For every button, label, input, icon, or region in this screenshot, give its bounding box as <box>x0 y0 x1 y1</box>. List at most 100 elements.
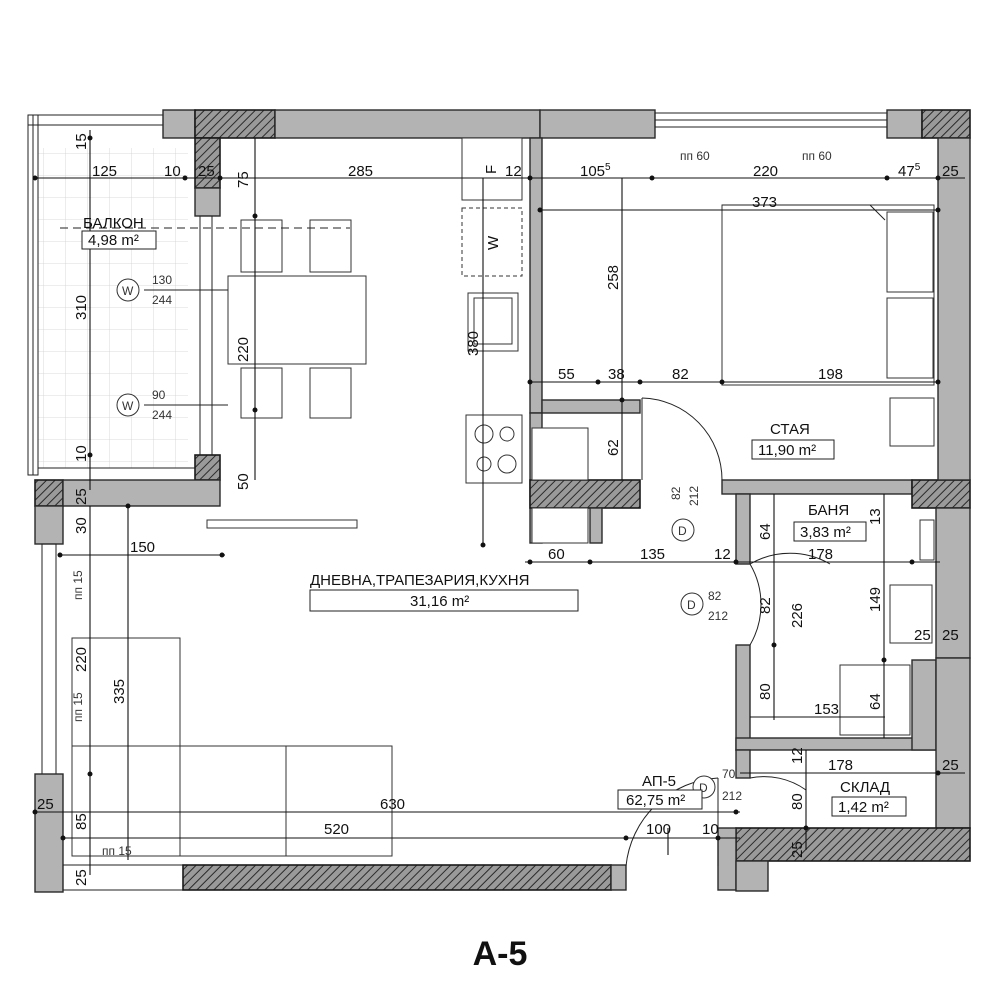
dim-label: 25 <box>914 627 931 644</box>
washing-machine <box>461 207 523 277</box>
wall-room-bottom-left <box>541 399 641 414</box>
dim-label: 12 <box>789 747 806 764</box>
dim-label: 520 <box>324 821 349 838</box>
tick <box>60 835 66 841</box>
dim-label: 258 <box>605 265 622 290</box>
tick <box>587 559 593 565</box>
dim-label: 80 <box>789 793 806 810</box>
tick <box>125 503 131 509</box>
wall-bath-bottom <box>735 737 937 751</box>
nightstand <box>889 397 935 447</box>
door-marker-circle <box>680 592 704 616</box>
cooktop <box>465 414 523 484</box>
window-width: 130 <box>152 273 172 287</box>
dim-label: 630 <box>380 796 405 813</box>
dim-label: 75 <box>235 171 252 188</box>
dimension-ticks <box>32 135 941 841</box>
room-label-apartment: АП-5 62,75 m² <box>617 773 703 810</box>
bed-blanket <box>722 204 886 221</box>
sill-label: пп 15 <box>102 844 132 858</box>
room-name: АП-5 <box>642 773 676 790</box>
wall-kitchen-stub <box>589 507 603 544</box>
tick <box>884 175 890 181</box>
column-left-living <box>34 479 64 507</box>
door-swing-room <box>641 397 723 481</box>
dim-label: 55 <box>558 366 575 383</box>
wall-right-storage <box>935 657 971 829</box>
dim-label: 64 <box>757 523 774 540</box>
dim-label: 25 <box>789 841 806 858</box>
dim-label: 226 <box>789 603 806 628</box>
dining-chair <box>309 219 352 273</box>
door-width: 82 <box>708 589 722 603</box>
room-name: БАНЯ <box>808 502 849 519</box>
fridge-label: F <box>483 165 500 174</box>
dim-label: 149 <box>867 587 884 612</box>
dim-label: 380 <box>465 331 482 356</box>
door-mark: D <box>678 524 687 538</box>
burner <box>499 426 515 442</box>
washbasin <box>889 584 933 644</box>
dim-label: 1055 <box>580 162 611 180</box>
dim-label: 60 <box>548 546 565 563</box>
tick <box>480 542 486 548</box>
dim-label: 10 <box>702 821 719 838</box>
dining-table <box>227 275 367 365</box>
toilet <box>919 519 935 561</box>
dim-label: 475 <box>898 162 921 180</box>
dim-label: 10 <box>73 445 90 462</box>
bed-pillow <box>886 211 934 293</box>
tick <box>252 213 258 219</box>
tick <box>935 207 941 213</box>
dim-label: 125 <box>92 163 117 180</box>
dim-label: 335 <box>111 679 128 704</box>
door-swing-bath <box>749 563 762 646</box>
door-width: 82 <box>669 486 683 500</box>
door-marker-circle <box>671 518 695 542</box>
door-marker-d2: D 82 212 <box>680 589 728 623</box>
tick <box>935 175 941 181</box>
tick <box>935 770 941 776</box>
wall-bottom-end <box>610 864 627 891</box>
dim-label: 30 <box>73 517 90 534</box>
dim-label: 150 <box>130 539 155 556</box>
burner <box>497 454 517 474</box>
wall-entry-right <box>717 827 737 891</box>
wall-living-top <box>62 479 221 507</box>
tick <box>771 642 777 648</box>
tick <box>803 825 809 831</box>
tick <box>715 835 721 841</box>
room-label-living: ДНЕВНА,ТРАПЕЗАРИЯ,КУХНЯ 31,16 m² <box>309 572 579 612</box>
column-left-lower <box>194 454 221 481</box>
area-box <box>793 521 867 542</box>
room-name: БАЛКОН <box>83 215 144 232</box>
sofa-seat <box>71 745 181 857</box>
fridge <box>461 137 523 201</box>
tick <box>87 452 93 458</box>
room-area: 31,16 m² <box>410 593 469 610</box>
window-height: 244 <box>152 293 172 307</box>
area-box <box>751 439 835 460</box>
dim-label: 178 <box>808 546 833 563</box>
tick <box>537 207 543 213</box>
balcony <box>27 114 195 476</box>
dining-chair <box>240 367 283 419</box>
tick <box>733 809 739 815</box>
dim-label: 153 <box>814 701 839 718</box>
dim-label: 10 <box>164 163 181 180</box>
wall-bath-shaft <box>911 659 937 751</box>
balcony-tiles <box>38 148 188 468</box>
tick <box>217 175 223 181</box>
wall-left-upper <box>194 187 221 217</box>
wall-right-room <box>937 137 971 481</box>
dim-label: 85 <box>73 813 90 830</box>
room-name: СТАЯ <box>770 421 810 438</box>
tick <box>935 379 941 385</box>
wall-left-a <box>34 505 64 545</box>
plan-title: А-5 <box>472 935 528 973</box>
dim-label: 15 <box>73 133 90 150</box>
dining-chair <box>309 367 352 419</box>
dim-label: 82 <box>672 366 689 383</box>
dim-label: 135 <box>640 546 665 563</box>
area-box <box>831 796 907 817</box>
